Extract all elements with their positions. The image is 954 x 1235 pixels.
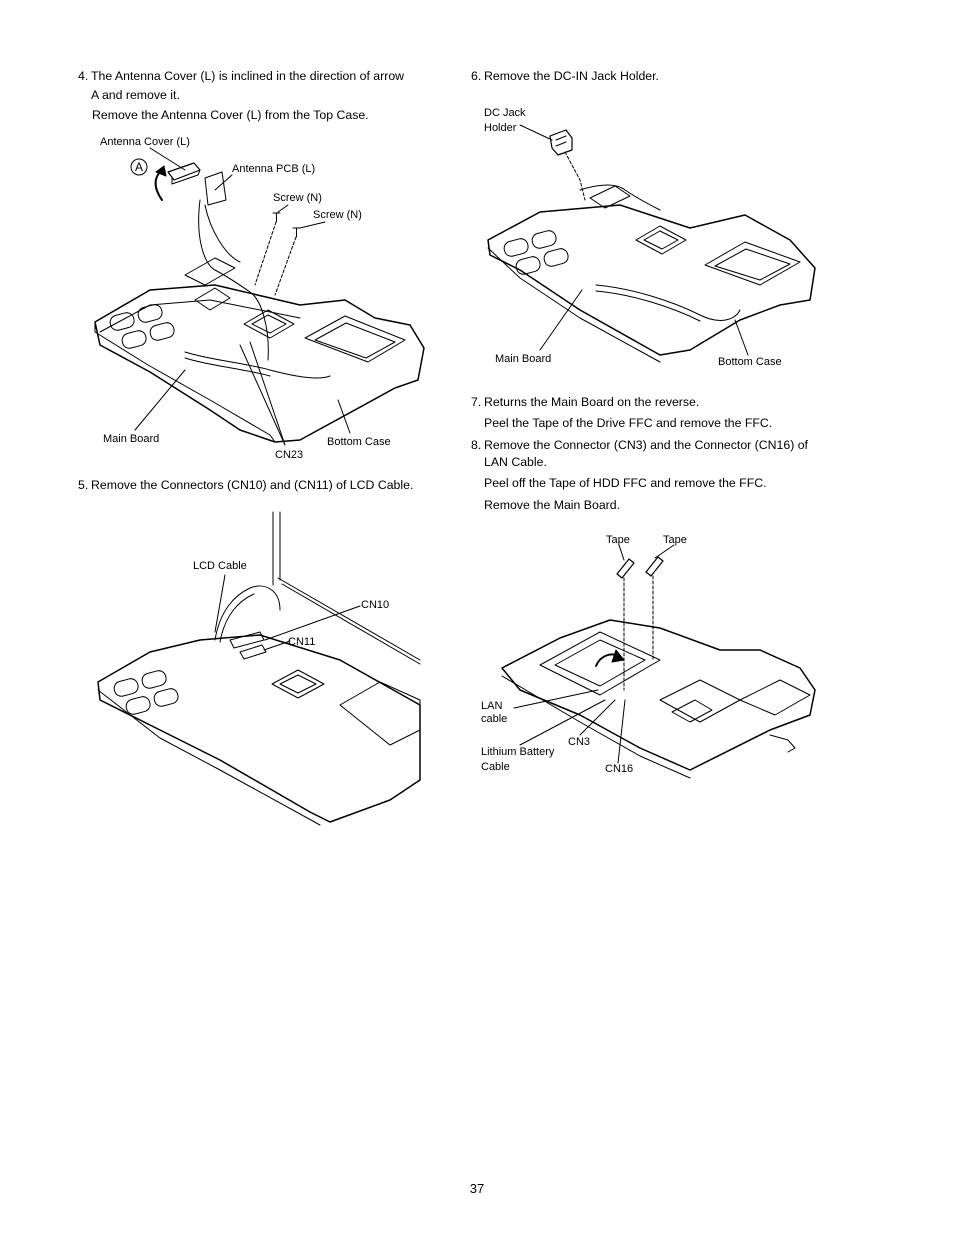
label-dc-jack-holder: Holder <box>484 122 517 134</box>
label-main-board-1: Main Board <box>103 433 160 445</box>
label-lan-cable: cable <box>481 713 508 725</box>
step-4-line-3: Remove the Antenna Cover (L) from the To… <box>92 108 369 122</box>
label-cn16: CN16 <box>605 763 634 775</box>
label-cn3: CN3 <box>568 736 591 748</box>
label-main-board-2: Main Board <box>495 353 552 365</box>
step-8-line-2: LAN Cable. <box>484 455 547 469</box>
step-5-number: 5. <box>78 478 89 492</box>
step-8-line-3: Peel off the Tape of HDD FFC and remove … <box>484 476 767 490</box>
step-6-line-1: Remove the DC-IN Jack Holder. <box>484 69 659 83</box>
label-dc-jack: DC Jack <box>484 107 526 119</box>
page-number: 37 <box>469 1181 485 1196</box>
label-cn23: CN23 <box>275 449 304 461</box>
step-8-text-note-1: Peel off the Tape of HDD FFC and remove … <box>484 474 834 493</box>
figure-2-illustration <box>97 511 421 826</box>
label-lcd-cable: LCD Cable <box>193 560 247 572</box>
label-bottom-case-2: Bottom Case <box>718 356 782 368</box>
step-5-text: 5.Remove the Connectors (CN10) and (CN11… <box>78 476 448 495</box>
step-6-number: 6. <box>471 69 482 83</box>
figure-1-illustration <box>94 147 425 446</box>
label-cn11: CN11 <box>288 636 316 648</box>
step-6-text: 6.Remove the DC-IN Jack Holder. <box>471 67 831 86</box>
step-4-line-2: A and remove it. <box>91 88 180 102</box>
label-antenna-cover: Antenna Cover (L) <box>100 136 190 148</box>
step-8-text: 8.Remove the Connector (CN3) and the Con… <box>471 436 832 455</box>
step-8-number: 8. <box>471 438 482 452</box>
label-screw-n-1: Screw (N) <box>273 192 322 204</box>
figure-4-illustration <box>501 544 816 779</box>
step-8-text-cont: LAN Cable. <box>484 453 834 472</box>
step-5-line-1: Remove the Connectors (CN10) and (CN11) … <box>91 478 414 492</box>
step-7-line-1: Returns the Main Board on the reverse. <box>484 395 700 409</box>
step-4-text: 4.The Antenna Cover (L) is inclined in t… <box>78 67 440 86</box>
label-bottom-case-1: Bottom Case <box>327 436 391 448</box>
step-8-text-note-2: Remove the Main Board. <box>484 496 834 515</box>
label-lithium-cable: Cable <box>481 761 510 773</box>
label-arrow-a: A <box>134 160 143 174</box>
label-cn10: CN10 <box>361 599 390 611</box>
label-tape-2: Tape <box>663 534 687 546</box>
step-4-text-note: Remove the Antenna Cover (L) from the To… <box>92 106 442 125</box>
step-7-line-2: Peel the Tape of the Drive FFC and remov… <box>484 416 773 430</box>
label-lithium-battery: Lithium Battery <box>481 746 555 758</box>
step-4-number: 4. <box>78 69 89 83</box>
label-screw-n-2: Screw (N) <box>313 209 362 221</box>
label-tape-1: Tape <box>606 534 630 546</box>
step-4-text-cont: A and remove it. <box>78 86 440 105</box>
step-7-text-cont: Peel the Tape of the Drive FFC and remov… <box>484 414 834 433</box>
step-8-line-4: Remove the Main Board. <box>484 498 621 512</box>
step-8-line-1: Remove the Connector (CN3) and the Conne… <box>484 438 808 452</box>
label-antenna-pcb: Antenna PCB (L) <box>232 163 316 175</box>
step-4-line-1: The Antenna Cover (L) is inclined in the… <box>91 69 405 83</box>
figure-3-illustration <box>487 124 816 363</box>
label-lan: LAN <box>481 700 503 712</box>
step-7-text: 7.Returns the Main Board on the reverse. <box>471 393 831 412</box>
step-7-number: 7. <box>471 395 482 409</box>
